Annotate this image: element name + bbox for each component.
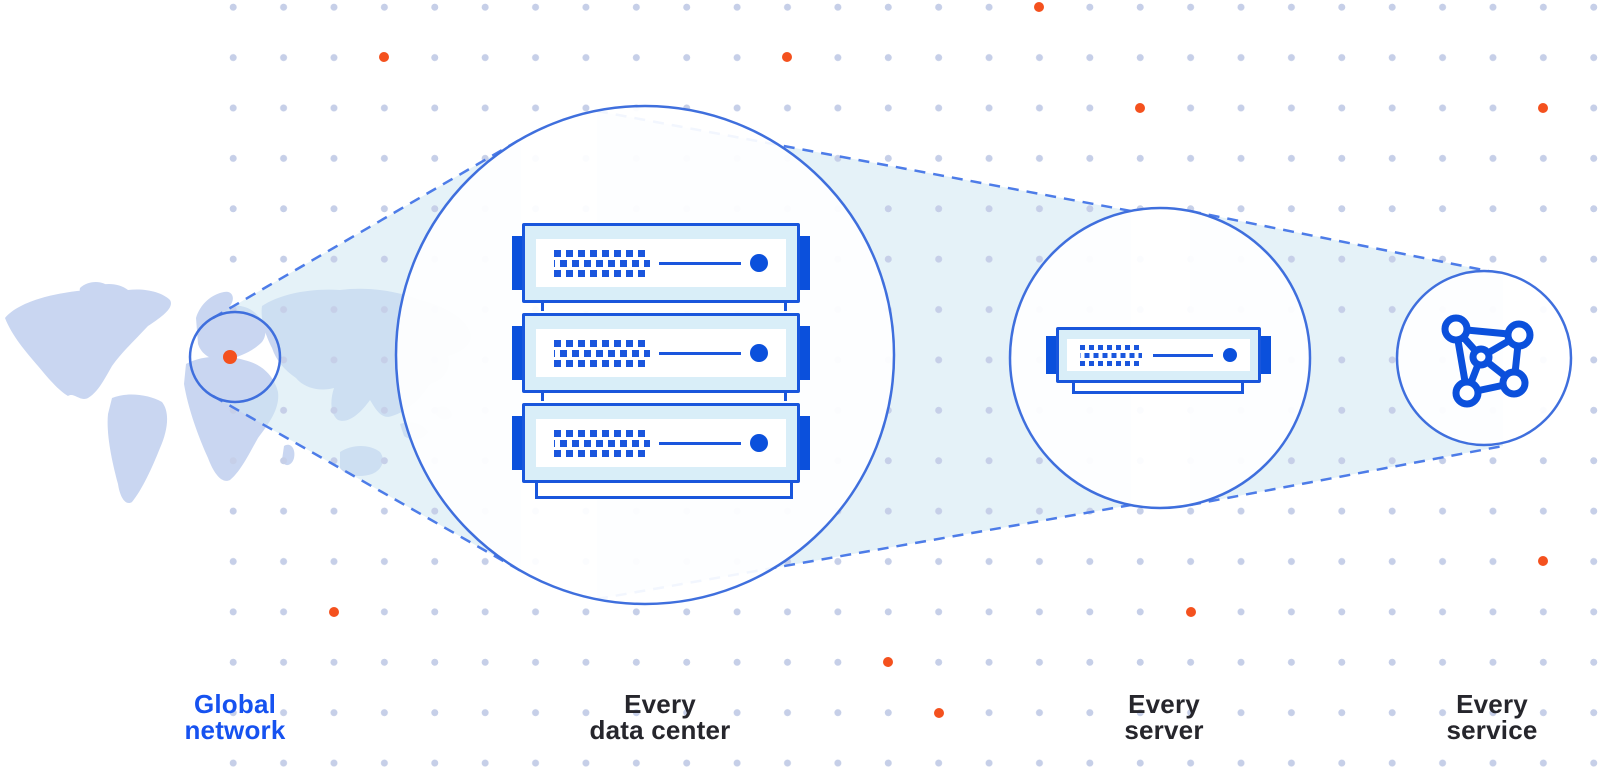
server-unit-icon <box>512 313 810 393</box>
server-front-panel <box>536 239 786 287</box>
stage-label-every-service: Every service <box>1362 691 1620 743</box>
label-line: server <box>1124 715 1204 745</box>
status-led-grid <box>554 339 650 367</box>
drive-slot-line <box>1152 353 1213 357</box>
accent-dot <box>782 52 793 63</box>
server-side-tab <box>512 236 525 290</box>
server-unit-icon <box>512 223 810 303</box>
label-line: service <box>1446 715 1538 745</box>
server-side-tab <box>797 236 810 290</box>
server-side-tab <box>1259 336 1271 374</box>
drive-slot-line <box>659 351 741 355</box>
server-body <box>522 223 800 303</box>
accent-dot <box>1135 102 1146 113</box>
power-led <box>750 434 768 452</box>
stage-label-every-data-center: Every data center <box>530 691 790 743</box>
stage-label-every-server: Every server <box>1034 691 1294 743</box>
label-line: network <box>184 715 286 745</box>
server-side-tab <box>1046 336 1058 374</box>
drive-slot-line <box>659 261 741 265</box>
power-led <box>750 344 768 362</box>
power-led <box>750 254 768 272</box>
server-side-tab <box>512 326 525 380</box>
location-marker-dot <box>223 350 237 364</box>
server-front-panel <box>536 329 786 377</box>
status-led-grid <box>554 429 650 457</box>
server-unit-icon <box>512 403 810 483</box>
accent-dot <box>1185 606 1196 617</box>
stage-label-global-network: Global network <box>105 691 365 743</box>
server-base-tray <box>1072 380 1244 394</box>
accent-dot <box>1538 556 1549 567</box>
dashed-tangent-lines <box>212 109 1504 601</box>
label-line: Global <box>193 689 277 719</box>
server-side-tab <box>512 416 525 470</box>
accent-dot <box>1034 2 1045 12</box>
server-front-panel <box>1067 339 1250 371</box>
label-line: Every <box>1456 689 1528 719</box>
drive-slot-line <box>659 441 741 445</box>
label-line: Every <box>1128 689 1200 719</box>
server-unit-icon <box>1046 327 1271 397</box>
server-body <box>522 403 800 483</box>
label-line: data center <box>589 715 731 745</box>
label-line: Every <box>624 689 696 719</box>
server-side-tab <box>797 326 810 380</box>
server-rack-stack-icon <box>512 223 810 509</box>
accent-dot <box>379 52 390 63</box>
network-mesh-icon <box>1441 314 1534 408</box>
accent-dot <box>933 707 944 718</box>
server-body <box>522 313 800 393</box>
power-led <box>1223 348 1237 362</box>
status-led-grid <box>1080 344 1142 366</box>
server-side-tab <box>797 416 810 470</box>
accent-dot <box>1538 102 1549 113</box>
server-body <box>1056 327 1261 383</box>
accent-dot <box>328 606 339 617</box>
accent-dot <box>883 657 894 668</box>
map-region-circle <box>188 310 282 404</box>
status-led-grid <box>554 249 650 277</box>
server-front-panel <box>536 419 786 467</box>
